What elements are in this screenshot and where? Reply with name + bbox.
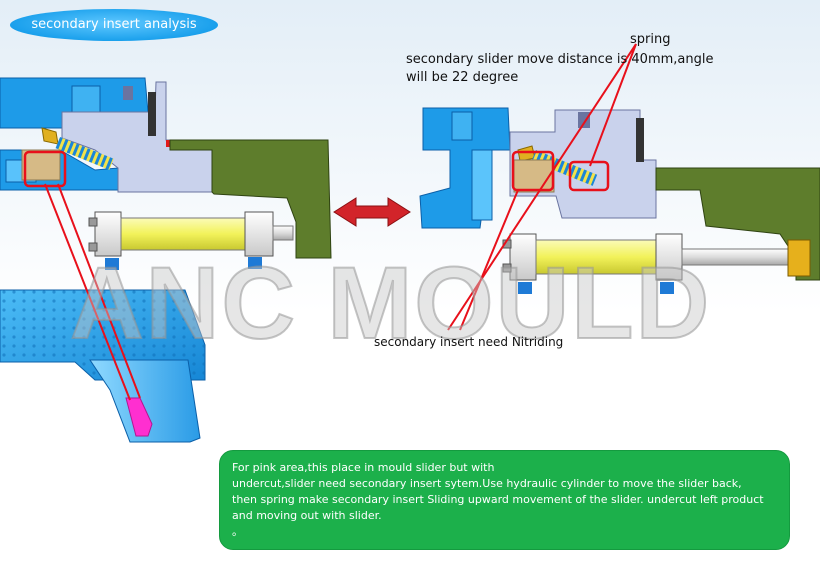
label-spring: spring xyxy=(630,32,671,47)
double-arrow-icon xyxy=(333,197,411,227)
explanation-note: For pink area,this place in mould slider… xyxy=(219,450,790,550)
right-blue-plate xyxy=(419,107,511,229)
right-spring xyxy=(531,150,598,186)
left-product-channel xyxy=(89,359,201,443)
label-move-distance-line2: will be 22 degree xyxy=(406,70,519,85)
pointer-lines xyxy=(44,43,637,401)
title-banner: secondary insert analysis xyxy=(10,9,218,41)
left-secondary-insert xyxy=(41,127,59,145)
left-mould-assembly xyxy=(0,77,332,443)
note-line-2: undercut,slider need secondary insert sy… xyxy=(232,477,742,490)
label-nitriding: secondary insert need Nitriding xyxy=(374,335,564,349)
left-blue-pillar xyxy=(71,85,101,117)
note-line-4: and moving out with slider. xyxy=(232,509,382,522)
right-hydraulic-cylinder xyxy=(502,233,811,294)
right-mould-assembly xyxy=(419,107,820,294)
label-move-distance-line1: secondary slider move distance is 40mm,a… xyxy=(406,52,714,67)
left-hydraulic-cylinder xyxy=(88,211,294,270)
left-spring xyxy=(55,137,114,170)
note-line-1: For pink area,this place in mould slider… xyxy=(232,461,495,474)
note-line-5: 。 xyxy=(232,525,243,538)
note-line-3: then spring make secondary insert Slidin… xyxy=(232,493,764,506)
left-green-heel xyxy=(169,139,332,259)
left-pink-area xyxy=(125,397,153,437)
right-spring-highlight xyxy=(568,160,610,192)
